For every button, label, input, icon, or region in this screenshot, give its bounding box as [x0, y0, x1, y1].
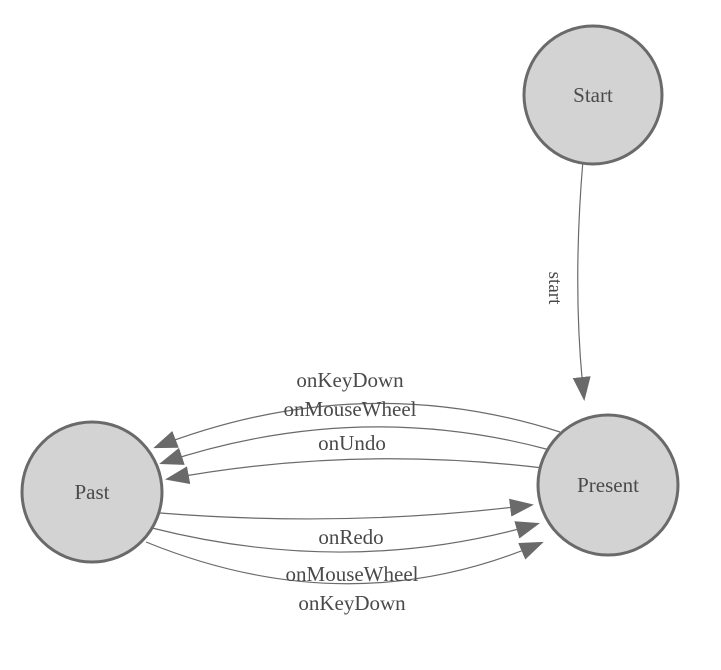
node-present-label: Present: [577, 473, 639, 497]
edge-label-onmousewheel-bottom: onMouseWheel: [286, 562, 419, 586]
node-group: Start Present Past: [20, 24, 680, 564]
node-start[interactable]: Start: [522, 24, 664, 166]
edge-past-to-present-onkeydown: [145, 541, 544, 585]
node-present[interactable]: Present: [536, 413, 680, 557]
node-past[interactable]: Past: [20, 420, 164, 564]
edge-present-to-past-onundo: [165, 458, 544, 485]
edge-label-onredo: onRedo: [318, 525, 383, 549]
edge-label-start: start: [544, 272, 565, 305]
edge-label-onkeydown-bottom: onKeyDown: [298, 591, 406, 615]
edge-label-onmousewheel-top: onMouseWheel: [284, 397, 417, 421]
edge-past-to-present-onredo: [159, 498, 534, 520]
node-start-circle[interactable]: [522, 24, 664, 166]
node-past-label: Past: [74, 480, 109, 504]
node-past-circle[interactable]: [20, 420, 164, 564]
edge-present-to-past-onmousewheel: [159, 426, 551, 465]
node-start-label: Start: [573, 83, 613, 107]
edge-label-group: start onKeyDown onMouseWheel onUndo onRe…: [284, 272, 565, 615]
edge-present-to-past-onkeydown: [153, 402, 561, 449]
node-present-circle[interactable]: [536, 413, 680, 557]
edge-label-onkeydown-top: onKeyDown: [296, 368, 404, 392]
edge-group: [145, 159, 591, 585]
edge-past-to-present-onmousewheel: [151, 521, 540, 553]
edge-start-to-present: [572, 159, 591, 401]
edge-label-onundo: onUndo: [318, 431, 386, 455]
